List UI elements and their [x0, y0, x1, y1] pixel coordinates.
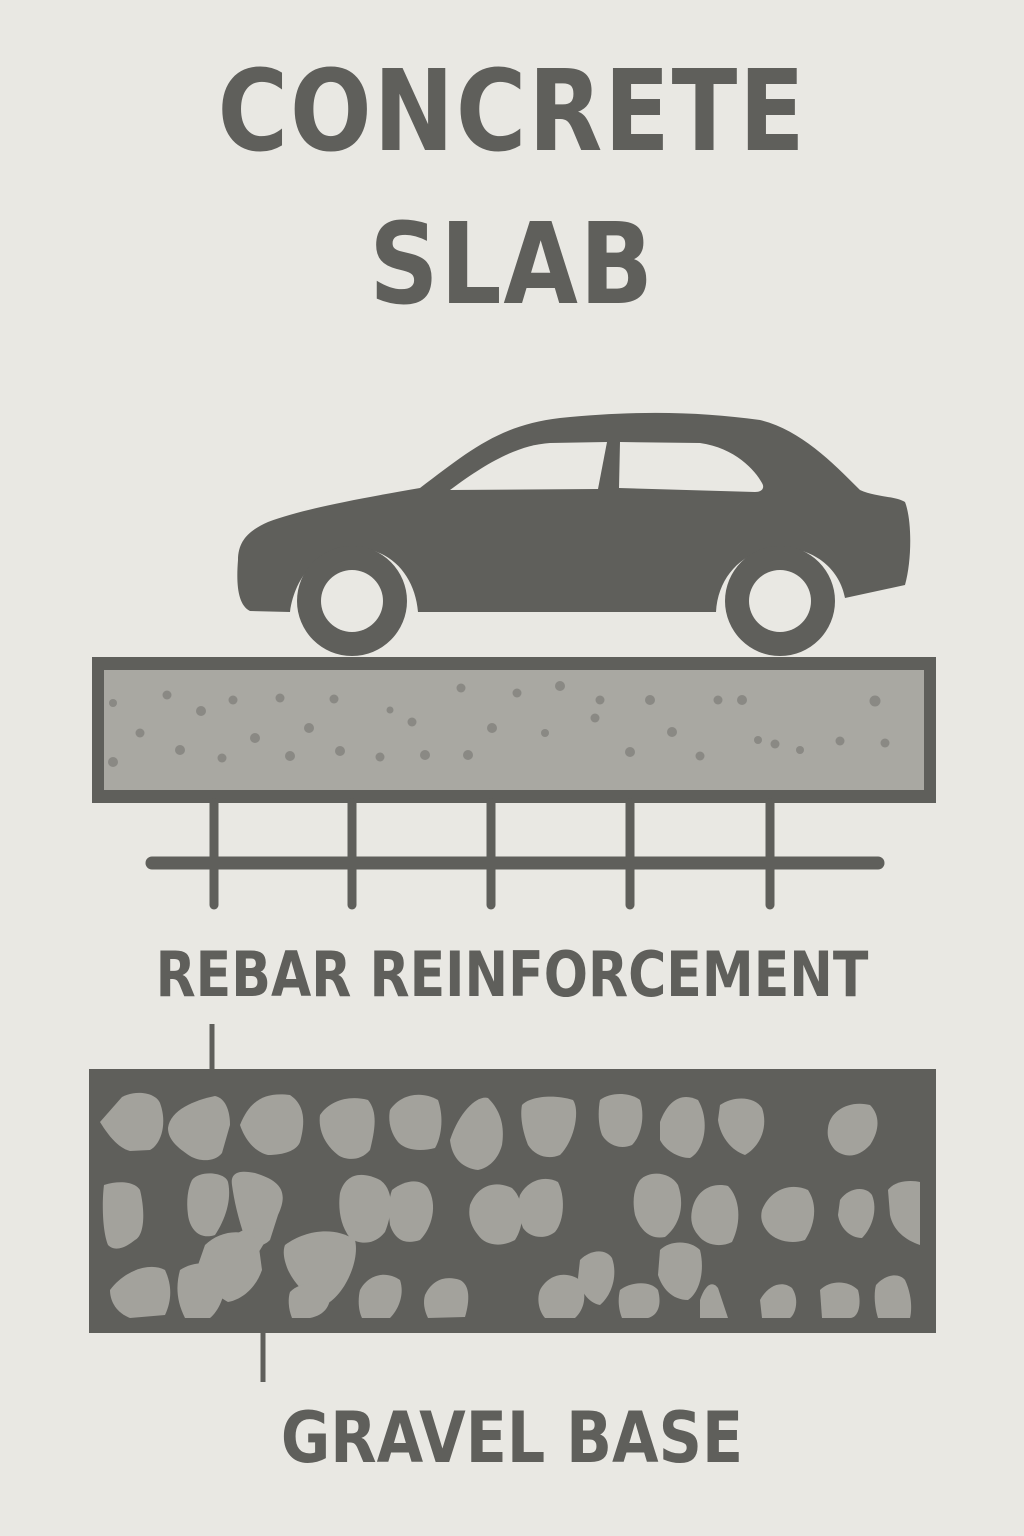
- concrete-slab-icon: [92, 657, 936, 803]
- car-icon: [237, 412, 911, 656]
- rebar-grid-icon: [145, 798, 885, 910]
- rebar-label: REBAR REINFORCEMENT: [155, 938, 869, 1011]
- title-line-1: CONCRETE: [217, 47, 807, 177]
- gravel-layer-icon: [89, 1069, 936, 1333]
- title-line-2: SLAB: [369, 200, 655, 330]
- gravel-label: GRAVEL BASE: [280, 1397, 744, 1479]
